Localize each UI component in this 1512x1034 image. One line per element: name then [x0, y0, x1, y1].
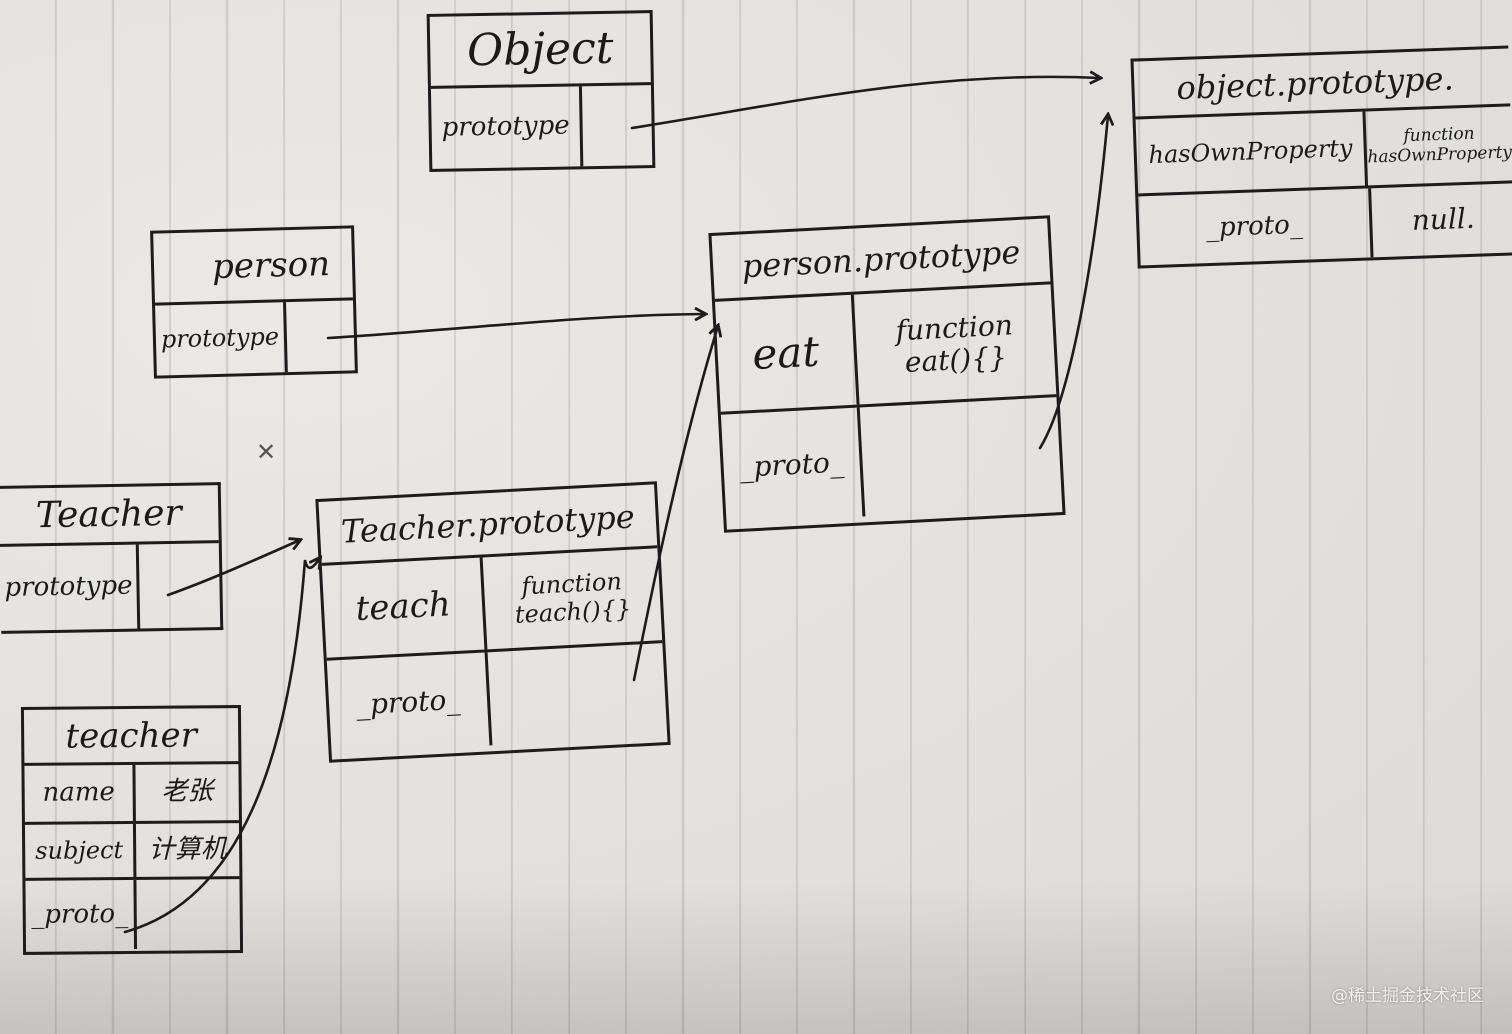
object-title: Object — [429, 13, 651, 89]
subject-label: subject — [35, 835, 124, 865]
arrow-teacher-to-teacher-prototype — [166, 540, 300, 597]
object-prototype-box: object.prototype. hasOwnProperty functio… — [1130, 45, 1512, 269]
eat-label: eat — [751, 326, 821, 379]
arrow-person-to-person-prototype — [326, 314, 705, 340]
object-prototype-proto-null: null. — [1368, 183, 1512, 258]
teacher-prototype-proto-label: _proto_ — [355, 683, 462, 722]
person-prototype-proto-label: _proto_ — [738, 445, 845, 485]
teacher-constructor-box: Teacher prototype — [0, 482, 224, 634]
teacher-constructor-title: Teacher — [0, 485, 219, 547]
person-title: person — [153, 228, 353, 306]
teacher-prototype-label: prototype — [4, 570, 133, 603]
teacher-instance-box: teacher name 老张 subject 计算机 _proto_ — [20, 705, 244, 955]
person-prototype-box: person.prototype eat function eat(){} _p… — [708, 215, 1066, 533]
teach-label: teach — [354, 584, 452, 630]
teacher-prototype-pointer — [135, 543, 221, 629]
arrow-object-to-object-prototype — [630, 77, 1100, 130]
subject-value: 计算机 — [132, 823, 240, 877]
person-prototype-label: prototype — [160, 322, 280, 354]
ink-smudge-icon: ✕ — [256, 438, 277, 466]
arrow-teacher-instance-proto — [123, 558, 320, 934]
watermark: @稀土掘金技术社区 — [1331, 986, 1484, 1006]
has-own-property-value: function hasOwnProperty — [1362, 106, 1512, 186]
person-constructor-box: person prototype — [150, 225, 358, 379]
teach-value: function teach(){} — [479, 548, 663, 650]
name-label: name — [42, 777, 115, 808]
object-prototype-pointer — [578, 85, 653, 167]
teacher-instance-proto-pointer — [133, 879, 241, 949]
arrow-person-prototype-proto — [1038, 115, 1108, 450]
object-prototype-label: prototype — [441, 110, 570, 143]
object-prototype-proto-label: _proto_ — [1205, 209, 1304, 243]
person-prototype-proto-pointer — [856, 397, 1063, 517]
object-constructor-box: Object prototype — [426, 10, 656, 172]
teacher-prototype-proto-pointer — [484, 643, 668, 746]
arrow-teacher-prototype-proto — [632, 326, 718, 682]
teacher-instance-title: teacher — [23, 708, 239, 766]
person-prototype-pointer — [283, 300, 355, 373]
eat-value: function eat(){} — [850, 284, 1057, 405]
has-own-property-label: hasOwnProperty — [1148, 134, 1353, 170]
teacher-instance-proto-label: _proto_ — [31, 898, 129, 930]
teacher-prototype-box: Teacher.prototype teach function teach()… — [315, 481, 671, 763]
name-value: 老张 — [132, 764, 239, 821]
